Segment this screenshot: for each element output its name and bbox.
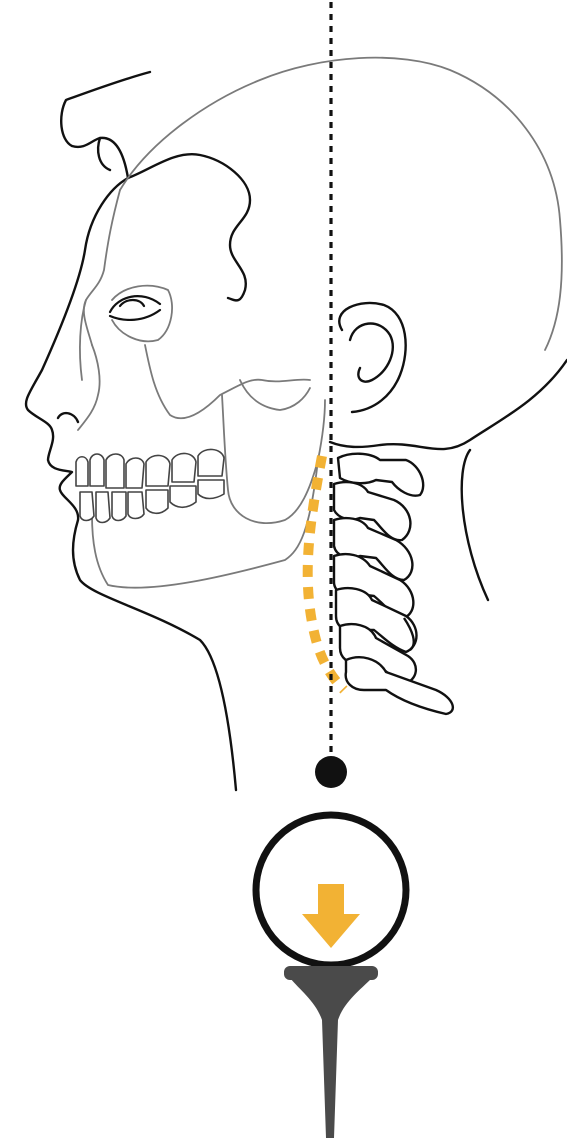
ear-outer xyxy=(339,303,405,412)
nostril xyxy=(58,413,78,422)
mastoid xyxy=(240,380,310,410)
cervical-spine xyxy=(334,454,453,714)
ear-inner xyxy=(350,324,393,382)
eyelid-upper xyxy=(110,296,160,312)
forehead-bone xyxy=(84,190,120,345)
cheek-bone xyxy=(78,345,100,430)
plumb-bob xyxy=(315,756,347,788)
golf-tee-icon xyxy=(284,966,378,1138)
neck-back xyxy=(330,360,567,449)
eyelid-lower xyxy=(110,310,160,320)
nasal-bone xyxy=(80,300,86,380)
eye xyxy=(110,296,160,320)
eye-socket xyxy=(112,286,172,342)
head-outline xyxy=(26,72,567,790)
hair-curl xyxy=(128,154,250,300)
hair-strand xyxy=(98,138,110,170)
cranium xyxy=(120,58,562,350)
zygomatic xyxy=(145,345,310,418)
neck-line xyxy=(462,450,488,600)
face-profile xyxy=(26,72,236,790)
teeth xyxy=(76,449,224,522)
iris xyxy=(120,300,144,306)
